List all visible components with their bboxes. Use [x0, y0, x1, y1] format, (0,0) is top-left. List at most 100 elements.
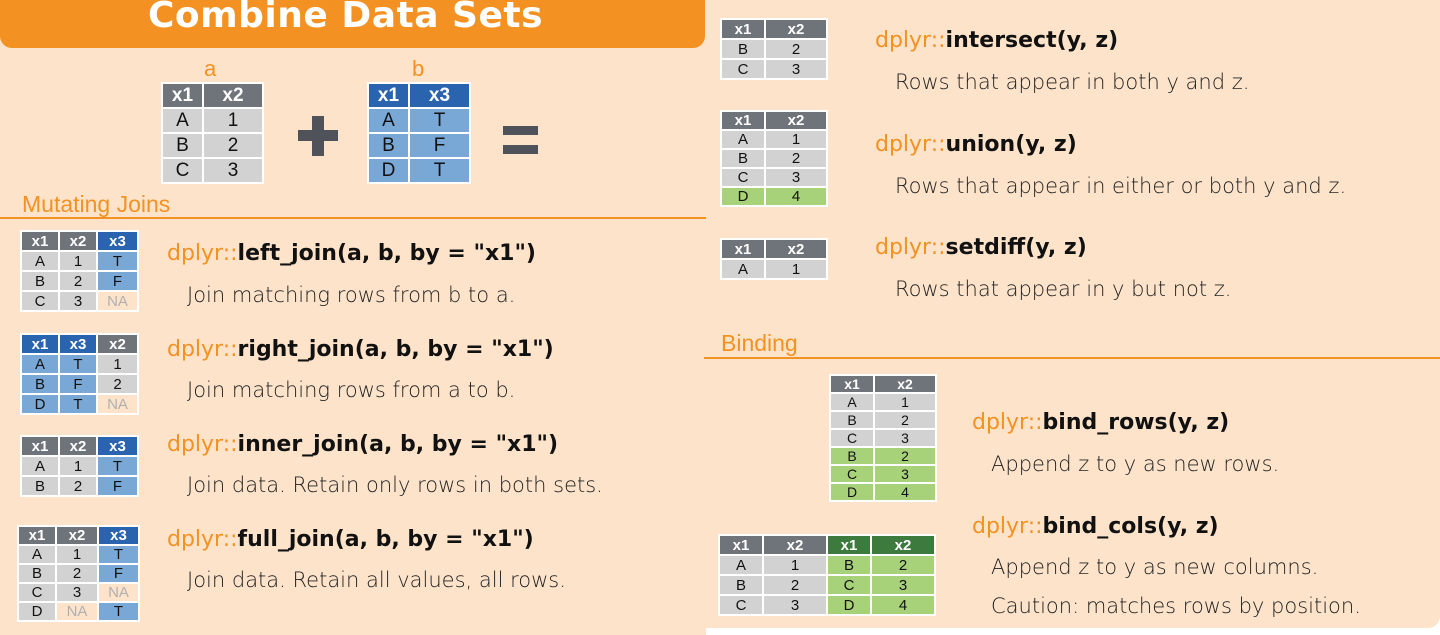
cell: B [831, 448, 873, 464]
cell: C [828, 576, 870, 594]
header-cell: x2 [766, 112, 826, 129]
function-name: inner_join(a, b, by = "x1") [237, 432, 559, 457]
function-right-join: dplyr::right_join(a, b, by = "x1") [167, 337, 554, 362]
cell: 3 [875, 466, 935, 482]
cell: T [410, 109, 469, 132]
cell: T [60, 395, 96, 413]
function-description: Join matching rows from a to b. [187, 378, 516, 402]
header-cell: x2 [60, 437, 96, 455]
function-union: dplyr::union(y, z) [875, 132, 1077, 157]
function-name: bind_cols(y, z) [1042, 514, 1219, 539]
cell: 2 [875, 412, 935, 428]
header-cell: x2 [60, 232, 96, 250]
cell: B [828, 556, 870, 574]
na-cell: NA [98, 292, 137, 310]
cell: T [99, 603, 138, 620]
cell: 1 [204, 109, 262, 132]
cell: B [163, 134, 202, 157]
cell: 3 [204, 159, 262, 182]
cell: 2 [98, 375, 137, 393]
header-cell: x1 [722, 112, 764, 129]
cell: 3 [764, 596, 826, 614]
page-title: Combine Data Sets [147, 0, 544, 36]
cell: A [722, 260, 764, 278]
header-cell: x1 [828, 536, 870, 554]
cell: T [60, 355, 96, 373]
header-cell: x1 [163, 84, 202, 107]
function-intersect: dplyr::intersect(y, z) [875, 28, 1118, 53]
header-cell: x3 [99, 527, 138, 544]
cell: C [831, 430, 873, 446]
page-title-banner: Combine Data Sets [0, 0, 705, 48]
header-cell: x2 [766, 240, 826, 258]
header-cell: x2 [764, 536, 826, 554]
cell: 4 [872, 596, 934, 614]
cell: T [410, 159, 469, 182]
table-a-label: a [204, 56, 217, 81]
right-panel [706, 0, 1440, 628]
function-inner-join: dplyr::inner_join(a, b, by = "x1") [167, 432, 558, 457]
cell: A [722, 131, 764, 148]
function-name: bind_rows(y, z) [1042, 410, 1230, 435]
cell: 2 [766, 40, 826, 58]
function-description: Append z to y as new rows. [991, 452, 1280, 476]
cell: 1 [60, 457, 96, 475]
header-cell: x2 [98, 335, 137, 353]
header-cell: x2 [766, 20, 826, 38]
function-description: Append z to y as new columns. [991, 555, 1319, 579]
cell: B [22, 375, 58, 393]
function-name: right_join(a, b, by = "x1") [237, 337, 554, 362]
cell: 3 [875, 430, 935, 446]
cell: 2 [764, 576, 826, 594]
cell: 2 [872, 556, 934, 574]
function-full-join: dplyr::full_join(a, b, by = "x1") [167, 527, 534, 552]
function-name: union(y, z) [945, 132, 1077, 157]
equals-icon [503, 126, 538, 135]
function-description: Rows that appear in either or both y and… [895, 174, 1347, 198]
section-divider [0, 217, 706, 219]
header-cell: x1 [22, 232, 58, 250]
cell: T [98, 252, 137, 270]
cell: A [369, 109, 408, 132]
function-setdiff: dplyr::setdiff(y, z) [875, 235, 1087, 260]
header-cell: x1 [831, 376, 873, 392]
header-cell: x1 [19, 527, 55, 544]
cell: 1 [60, 252, 96, 270]
cell: F [60, 375, 96, 393]
package-prefix: dplyr:: [167, 241, 238, 266]
function-description: Rows that appear in both y and z. [895, 70, 1250, 94]
cell: 1 [98, 355, 137, 373]
cell: B [722, 40, 764, 58]
cell: 2 [766, 150, 826, 167]
package-prefix: dplyr:: [167, 527, 238, 552]
cell: 3 [60, 292, 96, 310]
header-cell: x3 [98, 437, 137, 455]
package-prefix: dplyr:: [875, 28, 946, 53]
cell: F [410, 134, 469, 157]
cell: A [720, 556, 762, 574]
cell: 2 [875, 448, 935, 464]
cell: T [99, 546, 138, 563]
cell: B [369, 134, 408, 157]
cell: D [831, 484, 873, 500]
header-cell: x3 [98, 232, 137, 250]
function-left-join: dplyr::left_join(a, b, by = "x1") [167, 241, 536, 266]
cell: D [22, 395, 58, 413]
cell: 1 [57, 546, 97, 563]
package-prefix: dplyr:: [167, 337, 238, 362]
cell: 2 [60, 272, 96, 290]
header-cell: x1 [22, 437, 58, 455]
cell: D [828, 596, 870, 614]
section-label-binding: Binding [721, 330, 798, 356]
cell: C [722, 60, 764, 78]
cell: 1 [766, 260, 826, 278]
function-description: Join data. Retain only rows in both sets… [187, 473, 603, 497]
function-name: left_join(a, b, by = "x1") [237, 241, 536, 266]
function-description: Join matching rows from b to a. [187, 283, 516, 307]
